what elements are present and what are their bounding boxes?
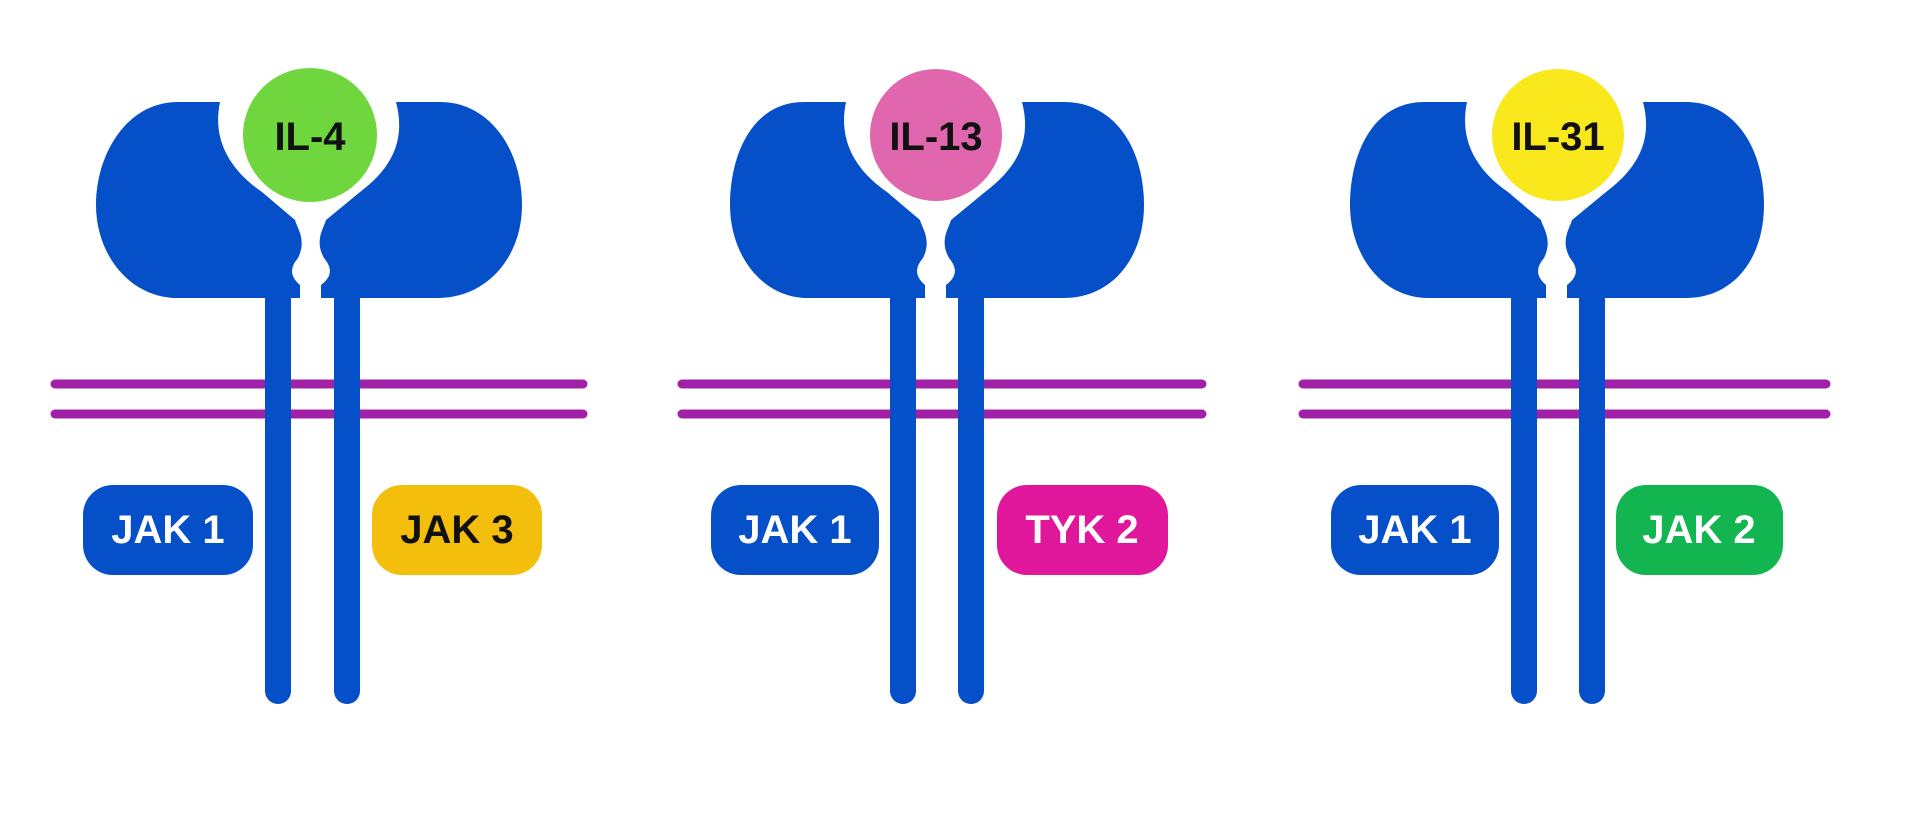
membrane [677, 379, 1207, 419]
left-chain [890, 280, 916, 704]
receptor-chains [1511, 280, 1605, 704]
left-kinase-label: JAK 1 [738, 508, 851, 552]
left-receptor-domain [730, 102, 927, 298]
right-kinase-label: TYK 2 [1025, 508, 1138, 552]
left-kinase-background [711, 485, 879, 575]
cytokine-label: IL-4 [274, 115, 346, 159]
receptor-chains [265, 280, 360, 704]
left-kinase-pill: JAK 1 [1331, 485, 1499, 575]
right-receptor-domain [1565, 102, 1764, 298]
receptor-complex-il13: IL-13 JAK 1 TYK 2 [677, 69, 1207, 704]
cytokine-ligand: IL-31 [1492, 69, 1624, 201]
right-chain [958, 280, 984, 704]
membrane [1298, 379, 1831, 419]
receptor-chains [890, 280, 984, 704]
left-chain [1511, 280, 1537, 704]
left-chain [265, 280, 291, 704]
left-receptor-domain [96, 102, 302, 298]
cytokine-circle [870, 69, 1002, 201]
left-kinase-pill: JAK 1 [711, 485, 879, 575]
cytokine-ligand: IL-13 [870, 69, 1002, 201]
left-kinase-background [1331, 485, 1499, 575]
cytokine-label: IL-31 [1511, 115, 1604, 159]
left-kinase-label: JAK 1 [111, 508, 224, 552]
right-kinase-background [997, 485, 1168, 575]
left-kinase-pill: JAK 1 [83, 485, 253, 575]
receptor-complex-il4: IL-4 JAK 1 JAK 3 [50, 68, 588, 704]
left-kinase-background [83, 485, 253, 575]
left-receptor-domain [1350, 102, 1548, 298]
right-kinase-label: JAK 2 [1642, 508, 1755, 552]
cytokine-circle [243, 68, 377, 202]
right-kinase-pill: JAK 2 [1616, 485, 1783, 575]
right-chain [1579, 280, 1605, 704]
right-kinase-pill: JAK 3 [372, 485, 542, 575]
receptor-complex-il31: IL-31 JAK 1 JAK 2 [1298, 69, 1831, 704]
right-receptor-domain [319, 102, 522, 298]
cytokine-label: IL-13 [889, 115, 982, 159]
membrane [50, 379, 588, 419]
right-kinase-background [1616, 485, 1783, 575]
right-kinase-label: JAK 3 [400, 508, 513, 552]
left-kinase-label: JAK 1 [1358, 508, 1471, 552]
cytokine-ligand: IL-4 [243, 68, 377, 202]
right-kinase-background [372, 485, 542, 575]
right-chain [334, 280, 360, 704]
right-kinase-pill: TYK 2 [997, 485, 1168, 575]
cytokine-circle [1492, 69, 1624, 201]
right-receptor-domain [944, 102, 1144, 298]
